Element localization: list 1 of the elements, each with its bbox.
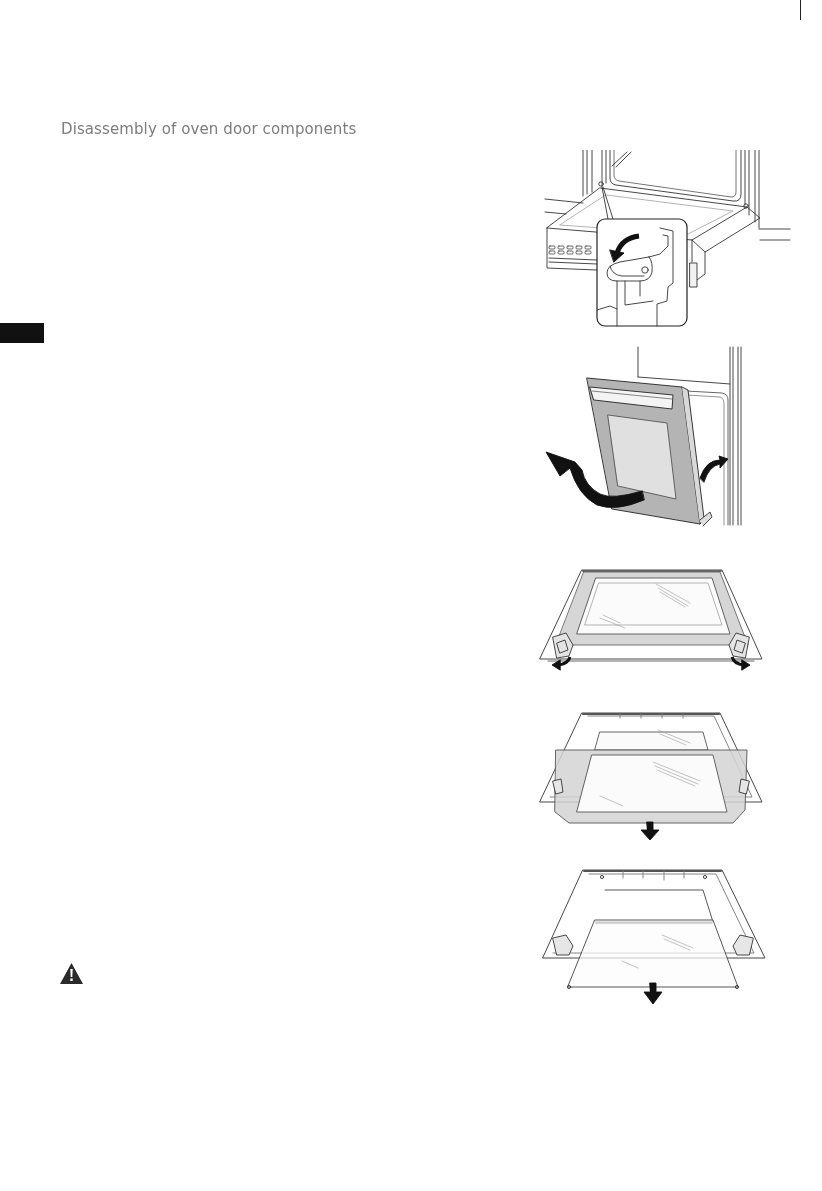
section-heading: Disassembly of oven door components xyxy=(61,120,357,139)
